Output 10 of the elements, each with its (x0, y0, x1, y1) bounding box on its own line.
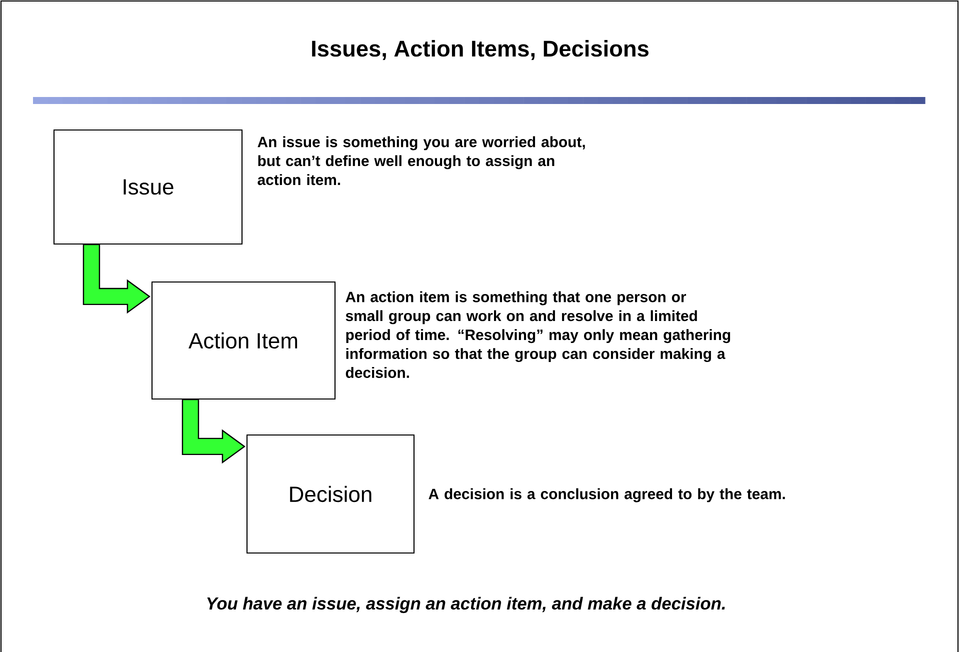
definition-text: An action item is something that one person or small group can work on and resolve in a limited period of time. “Resolving” may only mean gathering information so that the group can consider making a decision. (346, 291, 730, 378)
term-box: Issue (53, 129, 243, 245)
definition-text: An issue is something you are worried about, but can’t define well enough to assign an action item. (258, 136, 585, 186)
caption: You have an issue, assign an action item, and make a decision. (207, 596, 725, 614)
term-box: Decision (246, 434, 415, 554)
term-box: Action Item (151, 281, 336, 400)
title: Issues, Action Items, Decisions (312, 40, 648, 60)
definition-text: A decision is a conclusion agreed to by the team. (428, 488, 785, 502)
bent-arrow (82, 244, 150, 314)
bent-arrow (182, 398, 246, 464)
